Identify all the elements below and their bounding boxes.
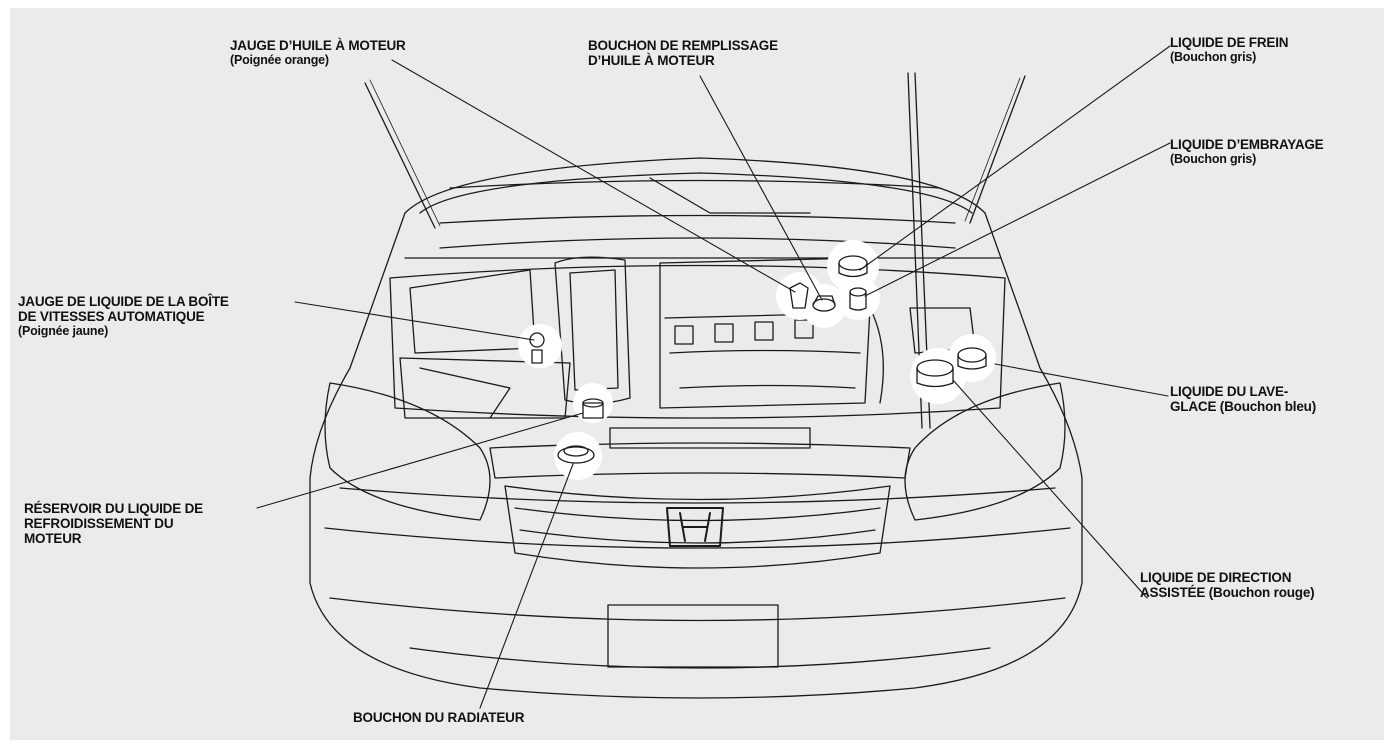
- grille: [504, 485, 891, 569]
- brake-fluid-title: LIQUIDE DE FREIN: [1170, 35, 1289, 50]
- headlights: [324, 382, 1066, 521]
- oil-filler-cap-line1: BOUCHON DE REMPLISSAGE: [588, 38, 778, 53]
- brake-fluid-note: (Bouchon gris): [1170, 50, 1257, 64]
- oil-dipstick-note: (Poignée orange): [230, 53, 329, 67]
- air-intake: [554, 256, 631, 405]
- engine-head-cover: [659, 257, 884, 409]
- engine-bay-illustration: [256, 45, 1171, 709]
- atf-dipstick-label: JAUGE DE LIQUIDE DE LA BOÎTE DE VITESSES…: [18, 294, 229, 339]
- atf-dipstick-line2: DE VITESSES AUTOMATIQUE: [18, 309, 205, 324]
- power-steering-line2: ASSISTÉE (Bouchon rouge): [1140, 585, 1315, 600]
- license-plate: [607, 604, 779, 668]
- oil-filler-cap-line2: D’HUILE À MOTEUR: [588, 53, 715, 68]
- coolant-reservoir-line2: REFROIDISSEMENT DU: [24, 516, 174, 531]
- radiator-support: [609, 427, 811, 449]
- oil-dipstick-title: JAUGE D’HUILE À MOTEUR: [230, 38, 406, 53]
- coolant-reservoir-line1: RÉSERVOIR DU LIQUIDE DE: [24, 501, 203, 516]
- diagram-panel: JAUGE D’HUILE À MOTEUR (Poignée orange) …: [10, 8, 1384, 740]
- component-caps: [529, 255, 987, 464]
- washer-fluid-line2: GLACE (Bouchon bleu): [1170, 399, 1316, 414]
- coolant-reservoir-label: RÉSERVOIR DU LIQUIDE DE REFROIDISSEMENT …: [24, 501, 203, 546]
- clutch-fluid-note: (Bouchon gris): [1170, 152, 1257, 166]
- washer-fluid-line1: LIQUIDE DU LAVE-: [1170, 384, 1289, 399]
- coolant-reservoir-line3: MOTEUR: [24, 531, 82, 546]
- power-steering-line1: LIQUIDE DE DIRECTION: [1140, 570, 1292, 585]
- brake-fluid-label: LIQUIDE DE FREIN (Bouchon gris): [1170, 35, 1289, 65]
- atf-dipstick-note: (Poignée jaune): [18, 324, 109, 338]
- oil-dipstick-label: JAUGE D’HUILE À MOTEUR (Poignée orange): [230, 38, 406, 68]
- clutch-fluid-title: LIQUIDE D’EMBRAYAGE: [1170, 137, 1324, 152]
- callout-leader-lines: [256, 45, 1171, 709]
- car-body-outline: [309, 157, 1083, 699]
- honda-emblem: [666, 507, 724, 547]
- radiator-cap-title: BOUCHON DU RADIATEUR: [353, 710, 525, 725]
- clutch-fluid-label: LIQUIDE D’EMBRAYAGE (Bouchon gris): [1170, 137, 1324, 167]
- washer-fluid-label: LIQUIDE DU LAVE- GLACE (Bouchon bleu): [1170, 384, 1316, 414]
- power-steering-label: LIQUIDE DE DIRECTION ASSISTÉE (Bouchon r…: [1140, 570, 1315, 600]
- atf-dipstick-line1: JAUGE DE LIQUIDE DE LA BOÎTE: [18, 294, 229, 309]
- radiator-cap-label: BOUCHON DU RADIATEUR: [353, 710, 524, 725]
- oil-filler-cap-label: BOUCHON DE REMPLISSAGE D’HUILE À MOTEUR: [588, 38, 778, 68]
